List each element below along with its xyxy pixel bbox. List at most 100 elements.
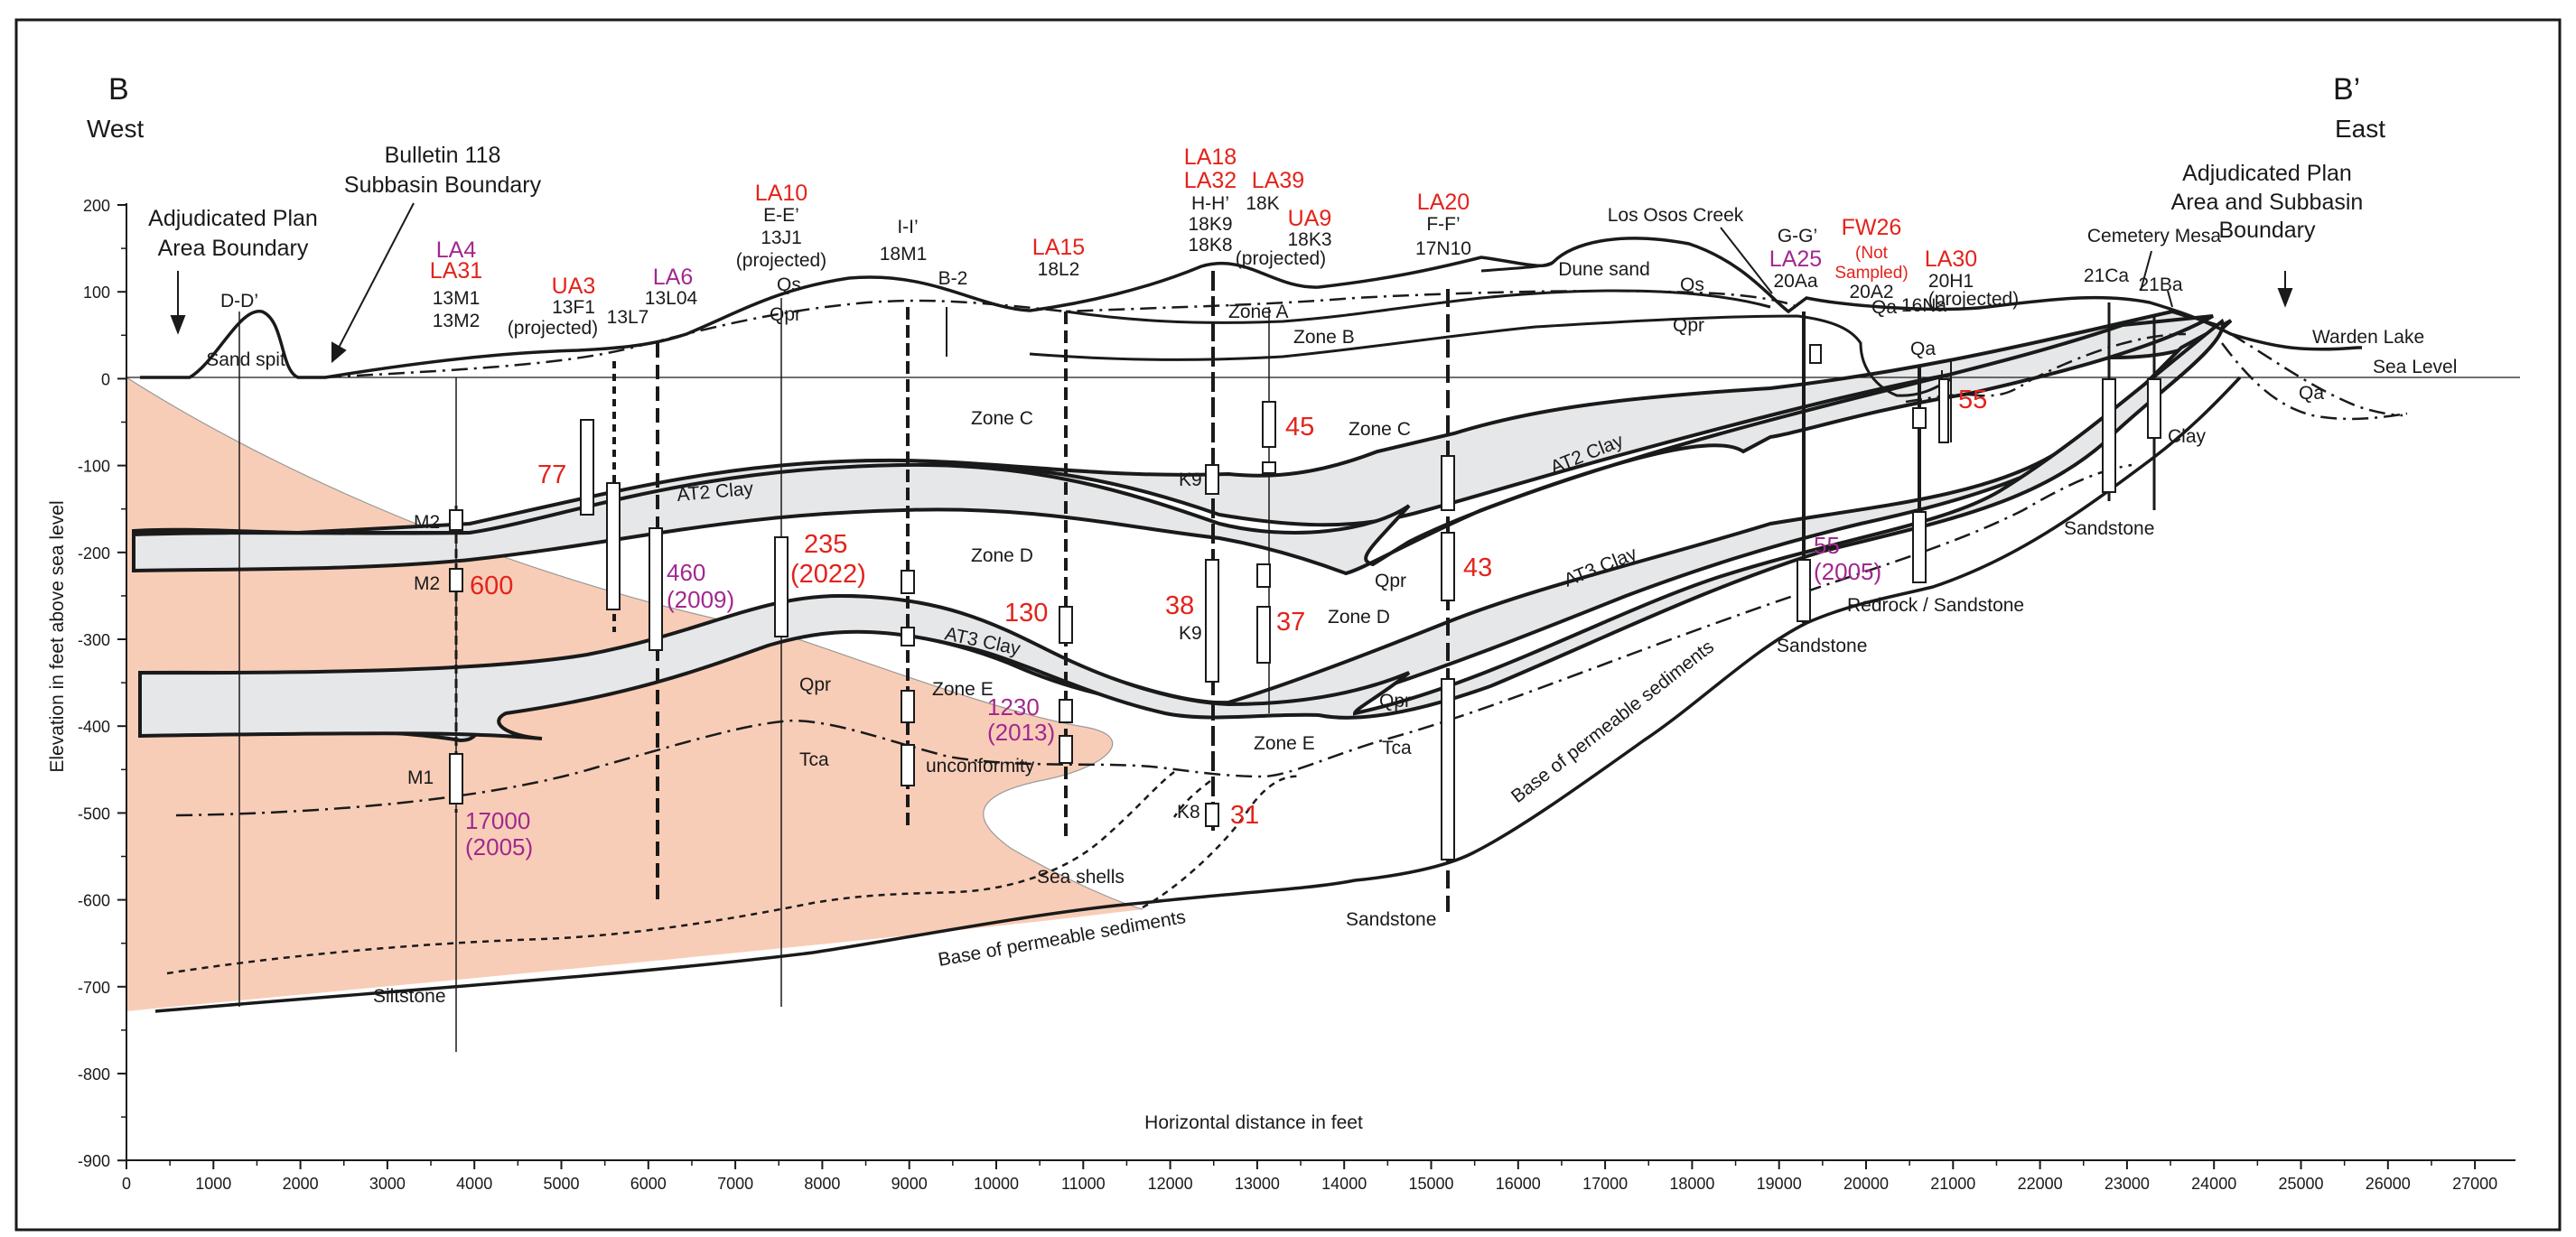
- well-la31: LA31: [430, 258, 482, 284]
- x-tick-label: 15000: [1408, 1175, 1453, 1193]
- label-qpr-4: Qpr: [1379, 691, 1411, 712]
- well-fw26-sampled: Sampled): [1834, 264, 1908, 283]
- well-13m1: 13M1: [433, 288, 481, 309]
- label-m2-b: M2: [414, 573, 440, 594]
- label-qpr-1: Qpr: [770, 304, 801, 325]
- x-tick-label: 27000: [2452, 1175, 2497, 1193]
- well-20h1: 20H1: [1928, 271, 1974, 292]
- well-16na: 16Na: [1901, 295, 1947, 316]
- y-axis-title: Elevation in feet above sea level: [47, 500, 68, 772]
- value-1230: 1230: [987, 693, 1040, 721]
- y-tick-label: -500: [78, 805, 110, 823]
- label-qs-1: Qs: [777, 274, 801, 295]
- label-sandstone-1: Sandstone: [1346, 909, 1436, 930]
- x-tick-label: 12000: [1148, 1175, 1193, 1193]
- x-tick-label: 16000: [1496, 1175, 1541, 1193]
- label-redrock: Redrock / Sandstone: [1847, 595, 2024, 616]
- label-zone-c-1: Zone C: [971, 408, 1033, 429]
- sample-values: 77 600 460 (2009) 235 (2022) 130 1230 (2…: [465, 386, 1987, 860]
- well-18k9: 18K9: [1188, 214, 1232, 235]
- value-2005-b: (2005): [1814, 558, 1881, 585]
- well-la25: LA25: [1769, 246, 1822, 272]
- label-qa-1b: Qa: [1910, 339, 1936, 359]
- at3-clay-band-body: [138, 318, 2225, 740]
- value-17000: 17000: [465, 807, 530, 834]
- x-tick-label: 13000: [1235, 1175, 1280, 1193]
- x-tick-label: 22000: [2018, 1175, 2063, 1193]
- label-clay: Clay: [2168, 426, 2207, 447]
- axes: [126, 203, 2515, 1161]
- label-qa-1: Qa: [1871, 297, 1897, 318]
- x-tick-label: 5000: [543, 1175, 579, 1193]
- label-sea-shells: Sea shells: [1037, 867, 1125, 888]
- well-18m1: 18M1: [880, 244, 928, 265]
- label-zone-e-2: Zone E: [1254, 733, 1315, 754]
- value-2013: (2013): [987, 719, 1055, 746]
- label-zone-d-2: Zone D: [1328, 607, 1390, 628]
- well-la15: LA15: [1032, 235, 1085, 260]
- value-37: 37: [1276, 608, 1305, 637]
- well-18k3: 18K3: [1287, 229, 1331, 250]
- label-zone-b: Zone B: [1293, 327, 1355, 348]
- label-k9-b: K9: [1179, 623, 1202, 644]
- adjudicated-right-line2: Area and Subbasin: [2171, 190, 2364, 215]
- well-fw26: FW26: [1842, 215, 1902, 240]
- x-tick-label: 11000: [1061, 1175, 1106, 1193]
- well-13j1: 13J1: [761, 228, 802, 248]
- well-labels: LA4 LA31 13M1 13M2 UA3 13F1 (projected) …: [220, 144, 2183, 339]
- at2-clay-band-main: [132, 314, 2214, 576]
- well-projected-2: (projected): [736, 250, 826, 271]
- well-fw26-not: (Not: [1855, 244, 1889, 263]
- well-ee: E-E’: [763, 205, 799, 226]
- dune-sand-line: [1480, 260, 1554, 273]
- label-sea-level: Sea Level: [2373, 357, 2457, 377]
- well-screens: [449, 344, 2161, 860]
- x-tick-label: 14000: [1321, 1175, 1367, 1193]
- y-tick-label: -800: [78, 1065, 110, 1084]
- base-permeable-sediments: [154, 376, 2242, 1013]
- x-tick-label: 4000: [456, 1175, 492, 1193]
- left-direction: West: [87, 115, 144, 143]
- well-projected-4: (projected): [1928, 289, 2019, 310]
- x-tick-label: 8000: [804, 1175, 840, 1193]
- well-20a2: 20A2: [1849, 282, 1893, 302]
- well-20aa: 20Aa: [1773, 271, 1817, 292]
- well-ua3: UA3: [552, 274, 596, 299]
- x-tick-label: 20000: [1843, 1175, 1889, 1193]
- y-tick-label: -600: [78, 892, 110, 910]
- well-13m2: 13M2: [433, 311, 481, 331]
- figure-border: [14, 18, 2562, 1232]
- x-tick-label: 19000: [1757, 1175, 1802, 1193]
- value-55-b: 55: [1958, 386, 1987, 414]
- label-los-osos: Los Osos Creek: [1608, 205, 1744, 226]
- value-2005-a: (2005): [465, 833, 533, 860]
- x-tick-label: 0: [122, 1175, 131, 1193]
- label-qpr-3: Qpr: [1375, 571, 1406, 591]
- well-dd: D-D’: [220, 291, 258, 312]
- at2-clay-band: [132, 309, 2226, 535]
- x-tick-label: 21000: [1930, 1175, 1975, 1193]
- y-tick-label: -400: [78, 718, 110, 736]
- x-tick-label: 17000: [1582, 1175, 1628, 1193]
- x-tick-label: 10000: [974, 1175, 1019, 1193]
- well-projected-1: (projected): [508, 318, 598, 339]
- well-la4: LA4: [436, 237, 477, 263]
- well-21ba: 21Ba: [2138, 274, 2182, 295]
- value-31: 31: [1230, 801, 1259, 830]
- label-m1: M1: [407, 767, 434, 788]
- well-la39: LA39: [1252, 168, 1304, 193]
- x-tick-label: 26000: [2366, 1175, 2411, 1193]
- value-235: 235: [804, 530, 847, 559]
- y-tick-label: -900: [78, 1152, 110, 1170]
- value-77: 77: [537, 460, 566, 489]
- well-la30: LA30: [1925, 246, 1977, 272]
- adjudicated-left-line1: Adjudicated Plan: [148, 206, 318, 231]
- well-18k8: 18K8: [1188, 235, 1232, 256]
- well-ii: I-I’: [897, 217, 918, 237]
- bulletin-line1: Bulletin 118: [385, 143, 501, 168]
- value-38: 38: [1165, 591, 1194, 620]
- label-tca-2: Tca: [1382, 738, 1412, 758]
- left-section-letter: B: [108, 72, 129, 107]
